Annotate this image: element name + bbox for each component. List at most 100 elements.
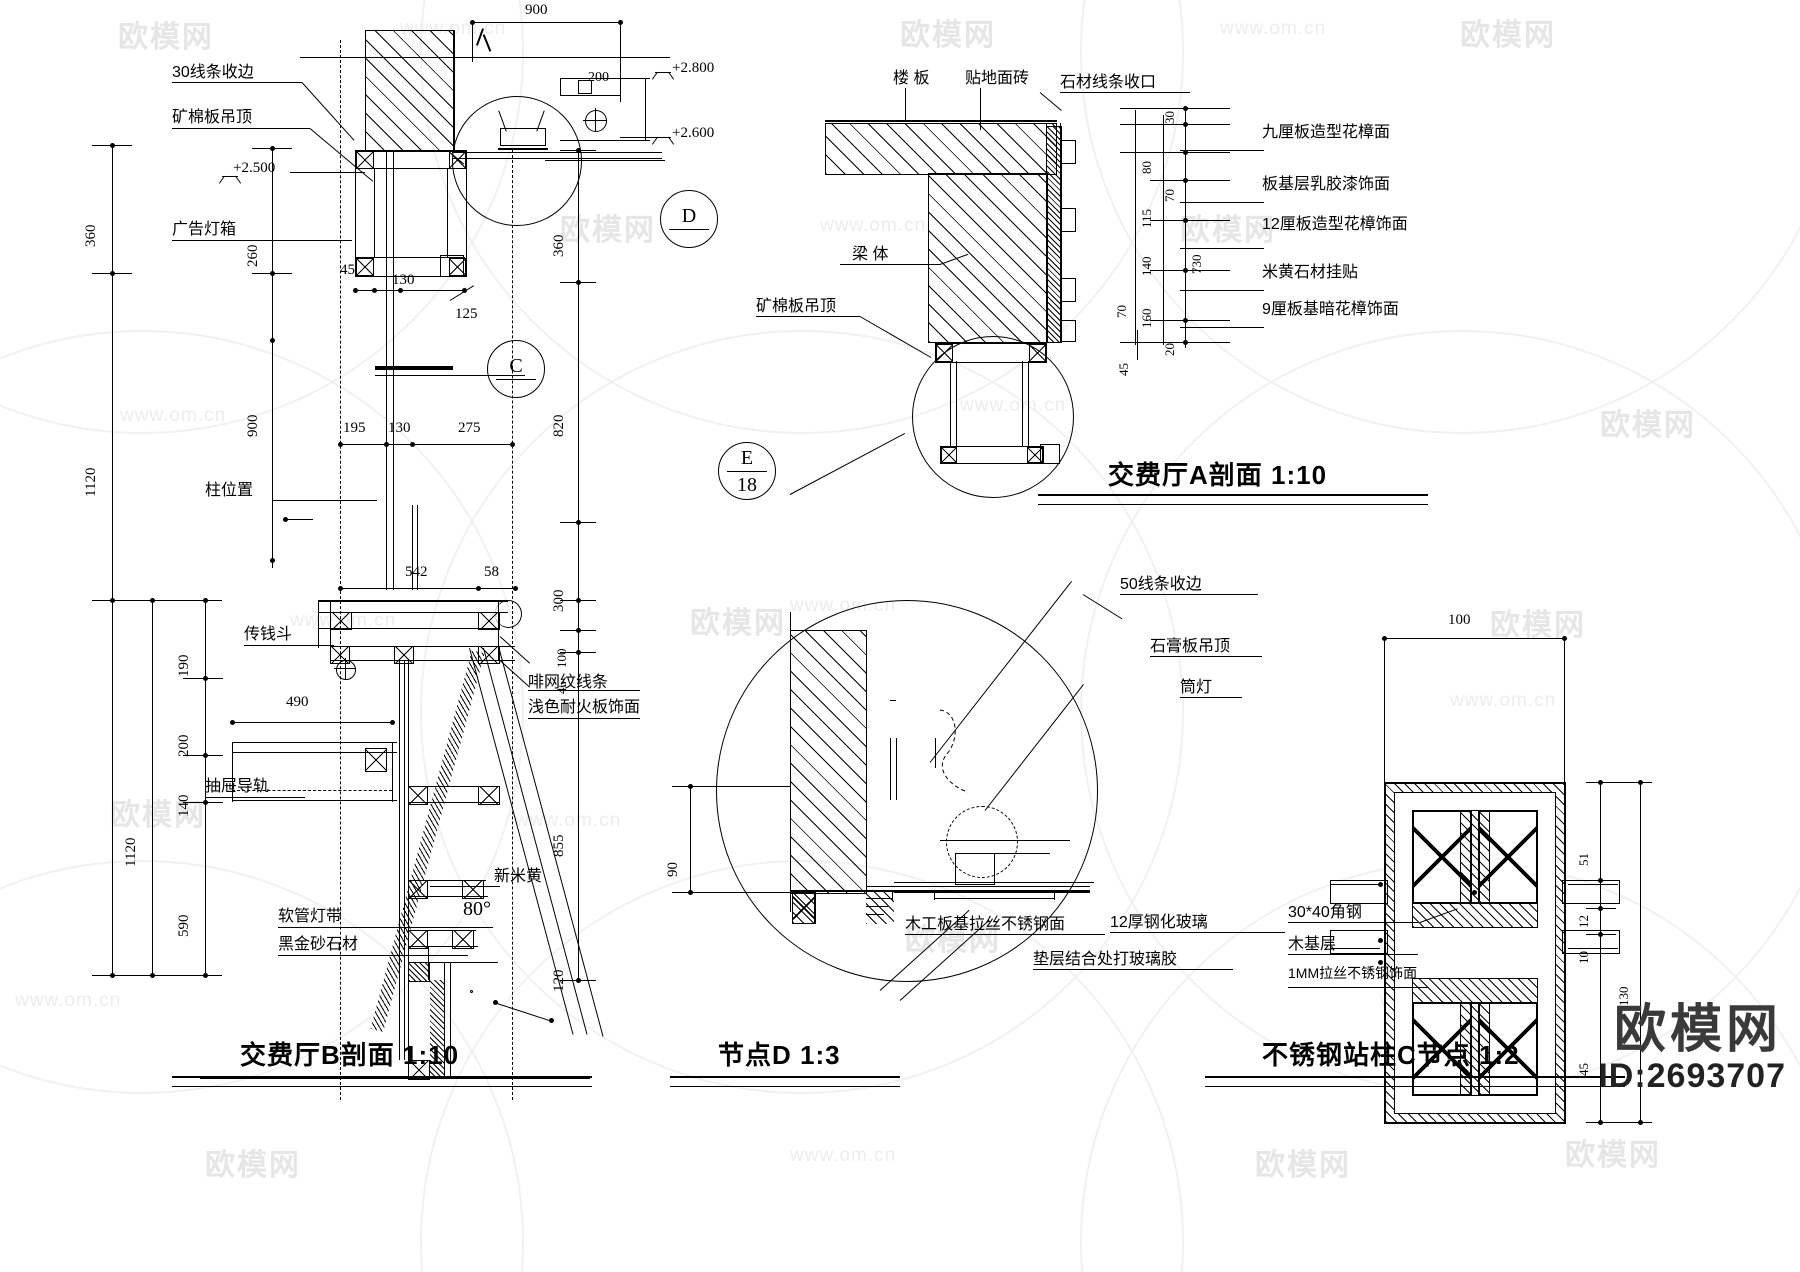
watermark-url: www.om.cn bbox=[15, 990, 122, 1011]
label-beige-stone-cladding: 米黄石材挂贴 bbox=[1262, 264, 1359, 281]
dim-900-mid: 900 bbox=[245, 414, 261, 438]
dim-130b: 130 bbox=[388, 420, 411, 436]
bubble-sublabel-e: 18 bbox=[737, 473, 757, 496]
dim-90: 90 bbox=[665, 862, 681, 877]
dim-190: 190 bbox=[176, 654, 192, 678]
stone-finish-strip bbox=[1046, 126, 1062, 343]
light-box bbox=[355, 150, 467, 277]
label-floor-slab: 楼 板 bbox=[893, 70, 930, 87]
dim-80: 80 bbox=[1139, 161, 1154, 174]
dim-1120-lower: 1120 bbox=[123, 837, 139, 867]
watermark-logo: 欧模网 bbox=[1255, 1149, 1351, 1182]
dim-140: 140 bbox=[1139, 256, 1154, 277]
watermark-logo: 欧模网 bbox=[1565, 1139, 1661, 1172]
label-beam-body: 梁 体 bbox=[852, 246, 889, 263]
dim-300: 300 bbox=[551, 589, 567, 613]
watermark-logo: 欧模网 bbox=[118, 21, 214, 54]
dim-10: 10 bbox=[1576, 951, 1591, 964]
label-angle-steel: 30*40角钢 bbox=[1288, 904, 1362, 921]
watermark-logo: 欧模网 bbox=[1600, 409, 1696, 442]
dim-820: 820 bbox=[551, 414, 567, 438]
elev-2500: +2.500 bbox=[233, 160, 276, 176]
dim-45a: 45 bbox=[1116, 363, 1131, 376]
label-latex-paint-finish: 板基层乳胶漆饰面 bbox=[1262, 176, 1391, 193]
dim-20: 20 bbox=[1162, 343, 1177, 356]
dim-130: 130 bbox=[392, 272, 415, 288]
dim-51: 51 bbox=[1576, 853, 1591, 866]
watermark-logo: 欧模网 bbox=[690, 607, 786, 640]
asset-id-tag: ID:2693707 bbox=[1598, 1057, 1786, 1095]
label-floor-tile: 贴地面砖 bbox=[965, 70, 1030, 87]
label-downlight: 筒灯 bbox=[1180, 679, 1213, 696]
node-c-title: 不锈钢站柱C节点 1:2 bbox=[1262, 1040, 1520, 1070]
watermark-url: www.om.cn bbox=[120, 405, 227, 426]
dim-590: 590 bbox=[176, 914, 192, 938]
dim-542: 542 bbox=[405, 564, 428, 580]
label-9mm-base-camphor: 9厘板基暗花樟饰面 bbox=[1262, 301, 1399, 318]
dim-125: 125 bbox=[455, 306, 478, 322]
angle-80: 80° bbox=[463, 898, 491, 920]
floor-slab bbox=[825, 123, 1057, 175]
dim-140: 140 bbox=[176, 794, 192, 818]
detail-bubble-c[interactable]: C bbox=[487, 340, 545, 398]
bubble-label-c: C bbox=[509, 354, 523, 377]
dim-730: 730 bbox=[1189, 254, 1204, 275]
label-glass-glue: 垫层结合处打玻璃胶 bbox=[1033, 951, 1178, 968]
dim-275: 275 bbox=[458, 420, 481, 436]
watermark-url: www.om.cn bbox=[820, 215, 927, 236]
dim-100-c: 100 bbox=[1448, 612, 1471, 628]
dim-100: 100 bbox=[554, 648, 569, 669]
dim-200: 200 bbox=[588, 70, 609, 85]
section-a-title: 交费厅A剖面 1:10 bbox=[1108, 460, 1328, 490]
label-wood-base: 木基层 bbox=[1288, 936, 1337, 953]
dim-160: 160 bbox=[1139, 308, 1154, 329]
wall-hatch-upper bbox=[365, 30, 455, 152]
label-cash-chute: 传钱斗 bbox=[244, 626, 293, 643]
dim-490: 490 bbox=[286, 694, 309, 710]
label-plywood-brushed-steel: 木工板基拉丝不锈钢面 bbox=[905, 916, 1066, 933]
label-9mm-board-camphor: 九厘板造型花樟面 bbox=[1262, 124, 1391, 141]
dim-195: 195 bbox=[343, 420, 366, 436]
label-50-line-trim: 50线条收边 bbox=[1120, 576, 1202, 593]
beam-body bbox=[928, 173, 1048, 343]
dim-12: 12 bbox=[1576, 915, 1591, 928]
watermark-logo: 欧模网 bbox=[560, 214, 656, 247]
label-30-line-trim: 30线条收边 bbox=[172, 64, 254, 81]
downlight-icon bbox=[946, 806, 1018, 878]
node-d-title: 节点D 1:3 bbox=[718, 1040, 841, 1070]
label-new-beige: 新米黄 bbox=[494, 868, 543, 885]
label-stone-line-closure: 石材线条收口 bbox=[1060, 74, 1157, 91]
label-column-position: 柱位置 bbox=[205, 482, 254, 499]
label-hose-light-strip: 软管灯带 bbox=[278, 908, 343, 925]
node-d-wall bbox=[790, 630, 867, 894]
dim-58: 58 bbox=[484, 564, 499, 580]
label-coffee-mesh-line: 啡网纹线条 bbox=[528, 674, 609, 691]
dim-260: 260 bbox=[245, 244, 261, 268]
detail-circle-d bbox=[452, 96, 582, 226]
dim-200: 200 bbox=[176, 734, 192, 758]
label-black-gold-sand-stone: 黑金砂石材 bbox=[278, 936, 359, 953]
bubble-label-e: E bbox=[740, 446, 754, 469]
detail-bubble-e[interactable]: E 18 bbox=[718, 442, 776, 500]
watermark-logo: 欧模网 bbox=[900, 19, 996, 52]
label-mineral-wool-ceiling: 矿棉板吊顶 bbox=[172, 109, 253, 126]
lamp-outline-icon bbox=[939, 709, 969, 793]
watermark-logo: 欧模网 bbox=[1460, 19, 1556, 52]
dim-45-c: 45 bbox=[1576, 1063, 1591, 1076]
detail-bubble-d[interactable]: D bbox=[660, 190, 718, 248]
watermark-url: www.om.cn bbox=[1450, 690, 1557, 711]
label-light-box: 广告灯箱 bbox=[172, 221, 237, 238]
section-b-title: 交费厅B剖面 1:10 bbox=[240, 1040, 460, 1070]
dim-1120: 1120 bbox=[83, 467, 99, 497]
watermark-brand-large: 欧模网 bbox=[1613, 1001, 1782, 1059]
label-gypsum-ceiling: 石膏板吊顶 bbox=[1150, 638, 1231, 655]
dim-360-right: 360 bbox=[551, 234, 567, 258]
watermark-logo: 欧模网 bbox=[205, 1149, 301, 1182]
watermark-url: www.om.cn bbox=[790, 1145, 897, 1166]
dim-900-top: 900 bbox=[525, 2, 548, 18]
bubble-label-d: D bbox=[681, 204, 697, 227]
center-line bbox=[340, 40, 341, 1100]
label-mineral-ceiling-a: 矿棉板吊顶 bbox=[756, 298, 837, 315]
label-light-fireproof-board: 浅色耐火板饰面 bbox=[528, 699, 641, 716]
dim-30: 30 bbox=[1162, 111, 1177, 124]
